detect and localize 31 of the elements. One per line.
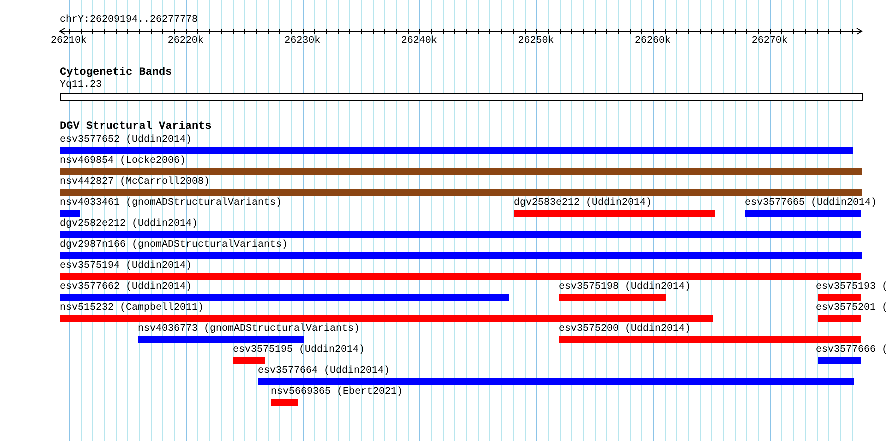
variant-label: nsv5669365 (Ebert2021) bbox=[271, 387, 404, 398]
variant-label: esv3577662 (Uddin2014) bbox=[60, 282, 192, 293]
variant-label: nsv442827 (McCarroll2008) bbox=[60, 177, 210, 188]
variant-label: nsv4036773 (gnomADStructuralVariants) bbox=[138, 324, 360, 335]
variant-label: dgv2987n166 (gnomADStructuralVariants) bbox=[60, 240, 288, 251]
variant-label: esv3575195 (Uddin2014) bbox=[233, 345, 366, 356]
band-label: Yq11.23 bbox=[60, 80, 102, 91]
variant-label: nsv469854 (Locke2006) bbox=[60, 156, 186, 167]
tick-label: 26270k bbox=[752, 36, 788, 47]
tick-label: 26260k bbox=[635, 36, 672, 47]
tick-label: 26220k bbox=[168, 36, 204, 47]
variant-label: esv3575194 (Uddin2014) bbox=[60, 261, 192, 272]
track-heading: Cytogenetic Bands bbox=[60, 68, 172, 79]
variant-label: esv3577666 ( bbox=[816, 345, 888, 356]
variant-label: dgv2583e212 (Uddin2014) bbox=[514, 198, 652, 209]
tick-label: 26250k bbox=[518, 36, 554, 47]
variant-label: esv3575198 (Uddin2014) bbox=[559, 282, 692, 293]
tick-label: 26240k bbox=[401, 36, 438, 47]
track-heading: DGV Structural Variants bbox=[60, 122, 212, 133]
position-title: chrY:26209194..26277778 bbox=[60, 15, 198, 26]
variant-label: esv3575201 ( bbox=[816, 303, 888, 314]
variant-label: nsv515232 (Campbell2011) bbox=[60, 303, 204, 314]
variant-label: esv3577652 (Uddin2014) bbox=[60, 135, 192, 146]
tick-label: 26230k bbox=[284, 36, 321, 47]
variant-label: nsv4033461 (gnomADStructuralVariants) bbox=[60, 198, 282, 209]
variant-label: esv3577664 (Uddin2014) bbox=[258, 366, 390, 377]
variant-label: esv3577665 (Uddin2014) bbox=[745, 198, 878, 209]
variant-label: esv3575200 (Uddin2014) bbox=[559, 324, 692, 335]
tick-label: 26210k bbox=[51, 36, 88, 47]
variant-label: esv3575193 ( bbox=[816, 282, 888, 293]
variant-label: dgv2582e212 (Uddin2014) bbox=[60, 219, 198, 230]
